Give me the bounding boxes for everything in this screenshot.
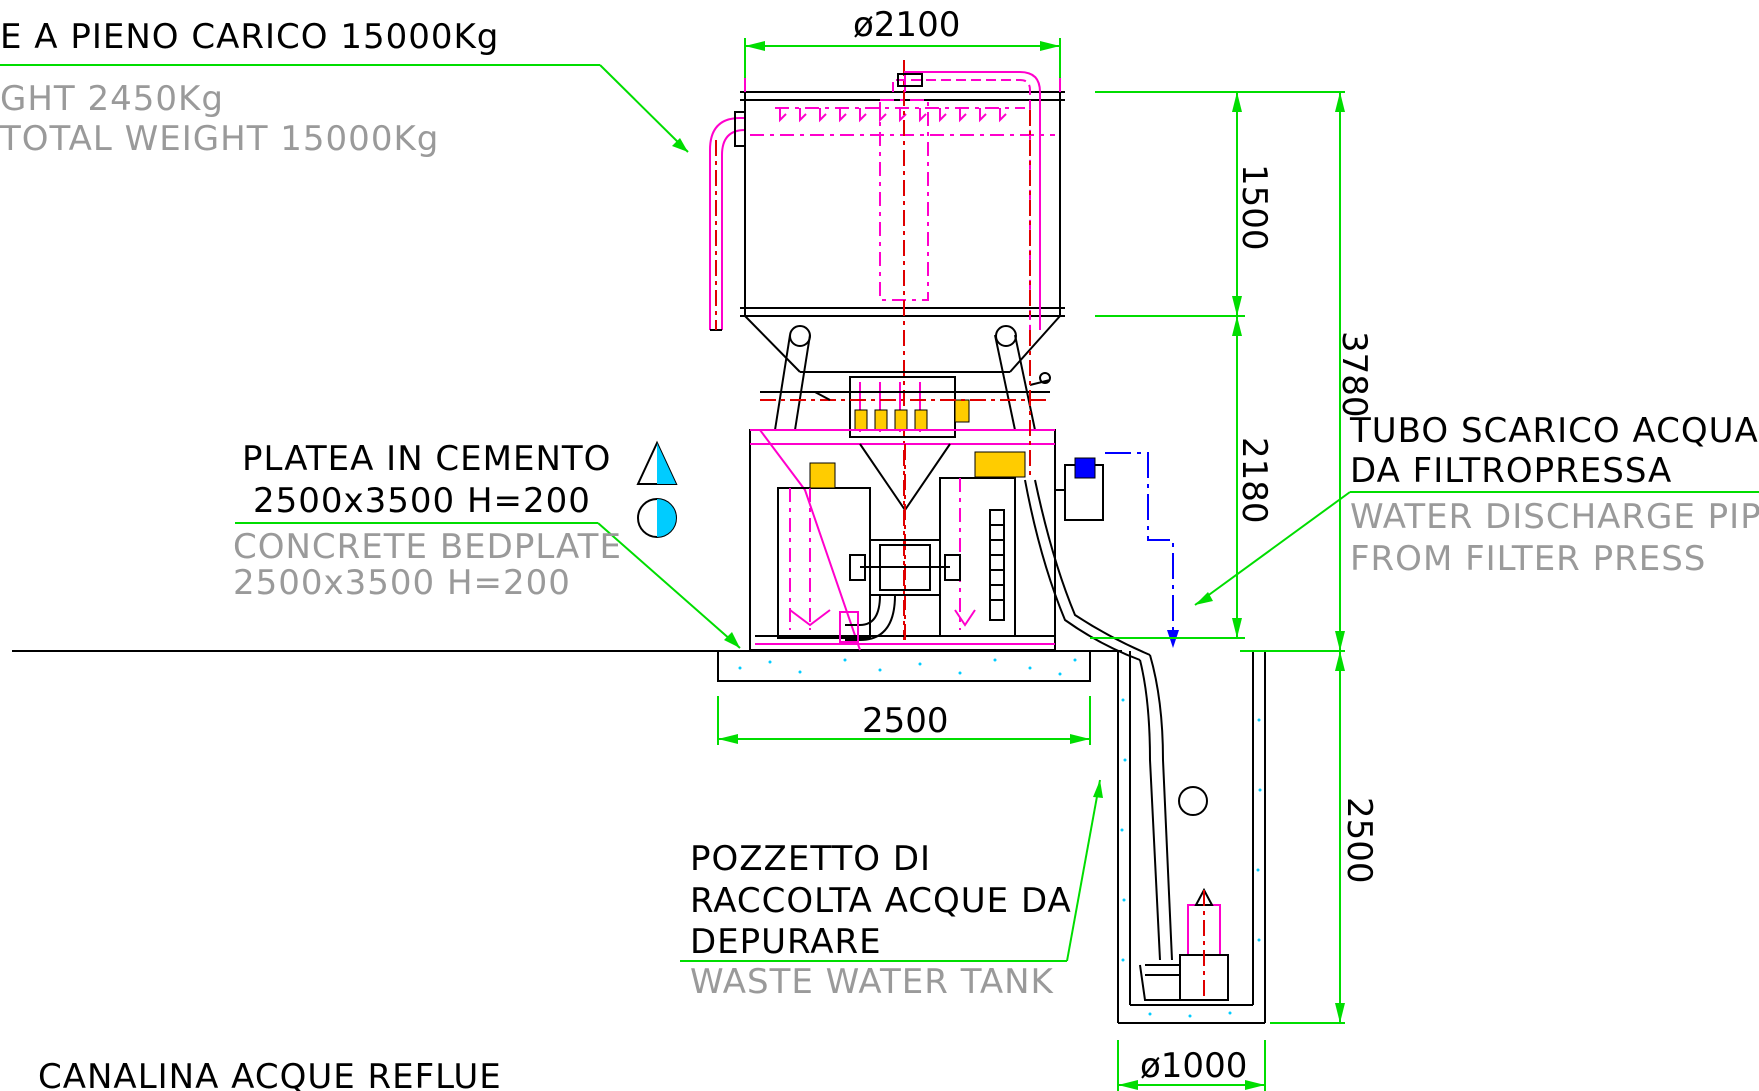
triangle-level-symbol: [636, 440, 678, 485]
lower-height-value: 2180: [1234, 437, 1274, 524]
dimension-pit-diameter: ø1000: [1117, 1040, 1266, 1091]
tubo-label-3: WATER DISCHARGE PIPE: [1350, 497, 1759, 537]
waste-tank-callout: POZZETTO DI RACCOLTA ACQUE DA DEPURARE W…: [680, 779, 1103, 1002]
canalina-label: CANALINA ACQUE REFLUE: [38, 1057, 502, 1091]
bedplate-label-1: CONCRETE BEDPLATE: [233, 527, 622, 567]
waste-water-pit: [1117, 651, 1266, 1024]
tubo-label-1: TUBO SCARICO ACQUA: [1349, 411, 1759, 451]
pozzetto-label-3: DEPURARE: [690, 922, 882, 962]
empty-weight-label: GHT 2450Kg: [0, 79, 224, 119]
total-weight-label: TOTAL WEIGHT 15000Kg: [0, 119, 439, 159]
pozzetto-label-1: POZZETTO DI: [690, 839, 931, 879]
pit-opening-circle: [1178, 786, 1208, 816]
platea-label-2: 2500x3500 H=200: [253, 481, 591, 521]
weight-leader-line: [599, 64, 689, 153]
full-load-weight-label: E A PIENO CARICO 15000Kg: [0, 17, 499, 57]
concrete-bedplate: [717, 650, 1091, 682]
discharge-pipe-callout: TUBO SCARICO ACQUA DA FILTROPRESSA WATER…: [1194, 411, 1759, 606]
bedplate-label-2: 2500x3500 H=200: [233, 563, 571, 603]
pit-diameter-value: ø1000: [1140, 1046, 1247, 1086]
tank-diameter-value: ø2100: [853, 5, 960, 45]
bedplate-callout: PLATEA IN CEMENTO 2500x3500 H=200 CONCRE…: [233, 439, 741, 649]
dimension-bedplate-width: 2500: [717, 696, 1091, 745]
dimension-pit-depth: 2500: [1270, 651, 1379, 1024]
total-height-value: 3780: [1334, 331, 1374, 418]
dimension-heights: 1500 2180 3780: [1090, 91, 1374, 652]
weight-leader-arrow: [672, 138, 688, 152]
upper-tank: [709, 60, 1065, 640]
discharge-flow-arrow: [1105, 452, 1179, 648]
lower-frame: [749, 330, 1151, 661]
bedplate-width-value: 2500: [862, 701, 949, 741]
tubo-label-2: DA FILTROPRESSA: [1350, 451, 1672, 491]
pozzetto-label-2: RACCOLTA ACQUE DA: [690, 881, 1072, 921]
pozzetto-label-4: WASTE WATER TANK: [690, 962, 1055, 1002]
cone-and-legs: [744, 315, 1061, 438]
dimension-tank-diameter: ø2100: [744, 5, 1061, 78]
upper-height-value: 1500: [1234, 164, 1274, 251]
platea-label-1: PLATEA IN CEMENTO: [242, 439, 611, 479]
half-circle-symbol: [637, 498, 677, 538]
tubo-label-4: FROM FILTER PRESS: [1350, 539, 1706, 579]
pit-depth-value: 2500: [1339, 797, 1379, 884]
